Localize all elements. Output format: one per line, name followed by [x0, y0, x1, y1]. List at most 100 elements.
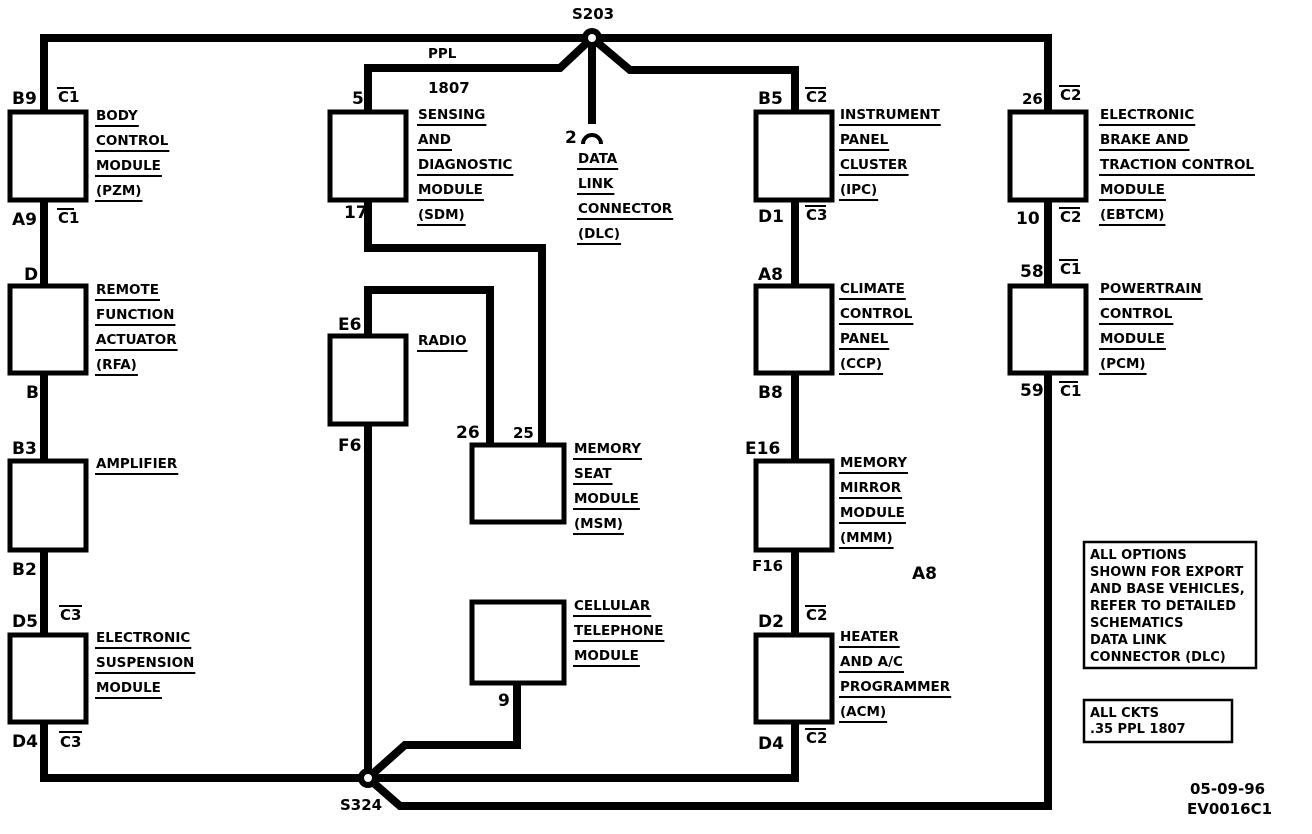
options-note-box — [1082, 540, 1258, 670]
bcm-name-line: (PZM) — [96, 183, 141, 199]
ipc-conn-bottom: C3 — [806, 206, 827, 224]
mmm-name-line: MIRROR — [840, 480, 902, 496]
rfa-name-line: (RFA) — [96, 357, 137, 373]
esm-conn-top: C3 — [60, 606, 81, 624]
options-note-line: AND BASE VEHICLES, — [1090, 582, 1245, 597]
pcm-name-line: MODULE — [1100, 331, 1165, 347]
wire-s203-ipc — [589, 34, 799, 112]
ebtcm-conn-top: C2 — [1060, 86, 1081, 104]
wire-left-outer — [40, 34, 592, 112]
ipc-pin-bottom: D1 — [758, 207, 784, 227]
stray-label: A8 — [912, 564, 937, 584]
ctm-box — [469, 599, 567, 686]
bcm-pin-bottom: A9 — [12, 210, 37, 230]
acm-name-line: PROGRAMMER — [840, 679, 951, 695]
sdm-box — [327, 109, 409, 203]
ipc-name-line: CLUSTER — [840, 157, 908, 173]
options-note-line: SCHEMATICS — [1090, 616, 1184, 631]
dlc-connector-icon — [581, 133, 603, 145]
pcm-conn-bottom: C1 — [1060, 382, 1081, 400]
ebtcm-conn-bottom: C2 — [1060, 208, 1081, 226]
ccp-box — [753, 283, 835, 376]
amp-name-line: AMPLIFIER — [96, 456, 178, 472]
wire-pcm-s324 — [365, 373, 1052, 810]
pcm-box — [1007, 283, 1089, 376]
amp-pin-top: B3 — [12, 439, 37, 459]
sdm-pin-bottom: 17 — [344, 203, 368, 223]
wire-color-label: PPL — [428, 46, 457, 62]
acm-name-line: HEATER — [840, 629, 899, 645]
sdm-pin-top: 5 — [352, 89, 364, 109]
esm-box — [7, 632, 89, 725]
rfa-pin-bottom: B — [26, 383, 39, 403]
pcm-conn-top: C1 — [1060, 260, 1081, 278]
msm-box — [469, 442, 567, 525]
bcm-pin-top: B9 — [12, 89, 37, 109]
circuits-note-line: ALL CKTS — [1090, 706, 1159, 721]
bcm-conn-top: C1 — [58, 88, 79, 106]
ipc-pin-top: B5 — [758, 89, 783, 109]
acm-name-line: AND A/C — [840, 654, 903, 670]
msm-name-line: MEMORY — [574, 441, 641, 457]
rfa-pin-top: D — [24, 265, 38, 285]
ebtcm-box — [1007, 109, 1089, 203]
radio-box — [327, 333, 409, 427]
wire-s203-sdm — [364, 35, 595, 112]
msm-pin-right: 25 — [513, 424, 534, 442]
ccp-name-line: PANEL — [840, 331, 889, 347]
msm-name-line: SEAT — [574, 466, 612, 482]
esm-conn-bottom: C3 — [60, 733, 81, 751]
radio-pin-bottom: F6 — [338, 436, 361, 456]
radio-name-line: RADIO — [418, 333, 467, 349]
pcm-name-line: POWERTRAIN — [1100, 281, 1202, 297]
acm-conn-top: C2 — [806, 606, 827, 624]
acm-name-line: (ACM) — [840, 704, 886, 720]
sdm-name-line: AND — [418, 132, 451, 148]
splice-s203-center — [588, 34, 596, 42]
sdm-name-line: DIAGNOSTIC — [418, 157, 512, 173]
bcm-name-line: CONTROL — [96, 133, 169, 149]
ctm-name-line: TELEPHONE — [574, 623, 663, 639]
radio-pin-top: E6 — [338, 315, 361, 335]
mmm-name-line: (MMM) — [840, 530, 893, 546]
footer-code: EV0016C1 — [1187, 800, 1272, 818]
sdm-name-line: MODULE — [418, 182, 483, 198]
circuits-note-line: .35 PPL 1807 — [1090, 722, 1186, 737]
esm-name-line: ELECTRONIC — [96, 630, 190, 646]
mmm-name-line: MEMORY — [840, 455, 907, 471]
bcm-name-line: BODY — [96, 108, 138, 124]
rfa-name-line: REMOTE — [96, 282, 159, 298]
pcm-name-line: (PCM) — [1100, 356, 1146, 372]
ipc-name-line: INSTRUMENT — [840, 107, 941, 123]
dlc-pin: 2 — [565, 128, 577, 148]
wire-circuit-label: 1807 — [428, 79, 470, 97]
options-note-line: SHOWN FOR EXPORT — [1090, 565, 1243, 580]
circuits-note-box — [1082, 698, 1234, 744]
ebtcm-name-line: ELECTRONIC — [1100, 107, 1194, 123]
ipc-name-line: (IPC) — [840, 182, 877, 198]
mmm-pin-bottom: F16 — [752, 557, 783, 575]
acm-pin-bottom: D4 — [758, 734, 784, 754]
pcm-pin-bottom: 59 — [1020, 381, 1044, 401]
mmm-name-line: MODULE — [840, 505, 905, 521]
msm-pin-left: 26 — [456, 423, 480, 443]
rfa-name-line: FUNCTION — [96, 307, 174, 323]
splice-s203-label: S203 — [572, 5, 614, 23]
acm-box — [753, 632, 835, 725]
ipc-name-line: PANEL — [840, 132, 889, 148]
dlc-name-line: (DLC) — [578, 226, 620, 242]
ebtcm-name-line: MODULE — [1100, 182, 1165, 198]
wire-sdm-msm — [364, 200, 546, 445]
esm-name-line: MODULE — [96, 680, 161, 696]
mmm-pin-top: E16 — [745, 439, 780, 459]
wiring — [40, 34, 1052, 810]
options-note-line: DATA LINK — [1090, 633, 1167, 648]
ccp-name-line: CLIMATE — [840, 281, 905, 297]
pcm-pin-top: 58 — [1020, 262, 1044, 282]
ctm-name-line: MODULE — [574, 648, 639, 664]
esm-pin-top: D5 — [12, 612, 38, 632]
acm-pin-top: D2 — [758, 612, 784, 632]
ctm-pin-bottom: 9 — [498, 691, 510, 711]
